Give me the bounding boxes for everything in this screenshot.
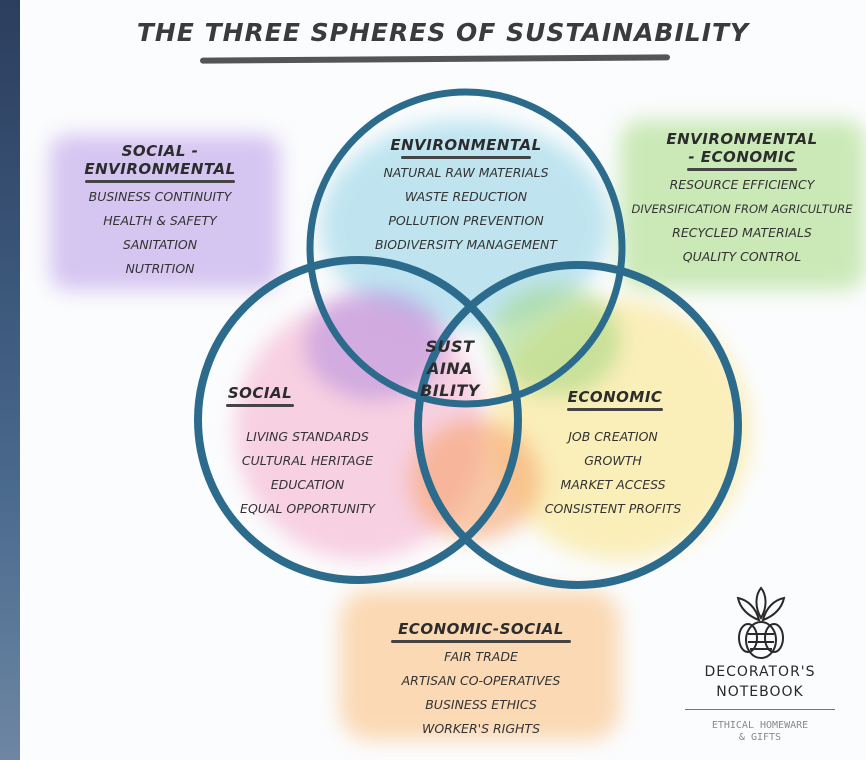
list-item: ARTISAN CO-OPERATIVES — [401, 673, 561, 688]
venn-diagram — [194, 88, 742, 589]
list-item: GROWTH — [584, 453, 642, 468]
economic-circle — [414, 261, 742, 589]
list-item: BIODIVERSITY MANAGEMENT — [375, 237, 557, 252]
list-item: NATURAL RAW MATERIALS — [383, 165, 549, 180]
list-item: WORKER'S RIGHTS — [421, 721, 541, 736]
heading-underline — [226, 404, 294, 407]
heading-underline — [401, 156, 531, 159]
page-title: THE THREE SPHERES OF SUSTAINABILITY — [136, 18, 750, 47]
center-label-line-2: AINA — [426, 359, 474, 378]
social-circle — [194, 256, 522, 584]
social-environmental-heading-2: ENVIRONMENTAL — [84, 160, 236, 178]
social-heading: SOCIAL — [227, 384, 293, 402]
economic-heading: ECONOMIC — [567, 388, 663, 406]
center-label-line-1: SUST — [425, 337, 475, 356]
list-item: FAIR TRADE — [444, 649, 518, 664]
environmental-economic-heading-1: ENVIRONMENTAL — [666, 130, 818, 148]
list-item: CONSISTENT PROFITS — [544, 501, 682, 516]
heading-underline — [85, 180, 235, 183]
list-item: LIVING STANDARDS — [246, 429, 369, 444]
logo-name-line-1: DECORATOR'S — [704, 664, 816, 680]
environmental-block: ENVIRONMENTAL NATURAL RAW MATERIALS WAST… — [346, 136, 586, 257]
list-item: BUSINESS ETHICS — [425, 697, 537, 712]
list-item: POLLUTION PREVENTION — [388, 213, 544, 228]
logo-tagline-line-1: ETHICAL HOMEWARE — [711, 720, 809, 731]
list-item: JOB CREATION — [568, 429, 658, 444]
list-item: WASTE REDUCTION — [404, 189, 528, 204]
economic-social-wash — [340, 590, 620, 740]
economic-social-block: ECONOMIC-SOCIAL FAIR TRADE ARTISAN CO-OP… — [356, 620, 606, 741]
center-label: SUST AINA BILITY — [400, 336, 500, 402]
heading-underline — [567, 408, 663, 411]
list-item: BUSINESS CONTINUITY — [88, 189, 232, 204]
economic-block: JOB CREATION GROWTH MARKET ACCESS CONSIS… — [528, 425, 698, 521]
list-item: NUTRITION — [125, 261, 195, 276]
list-item: EQUAL OPPORTUNITY — [240, 501, 375, 516]
infographic-card: THE THREE SPHERES OF SUSTAINABILITY SOCI… — [20, 0, 866, 760]
logo-tagline-line-2: & GIFTS — [738, 732, 782, 743]
list-item: QUALITY CONTROL — [682, 249, 802, 264]
economic-social-heading: ECONOMIC-SOCIAL — [398, 620, 564, 638]
list-item: RESOURCE EFFICIENCY — [669, 177, 815, 192]
bee-leaf-icon — [736, 586, 786, 659]
center-label-line-3: BILITY — [420, 381, 480, 400]
heading-underline — [687, 168, 797, 171]
environmental-circle — [306, 88, 626, 408]
logo-divider — [685, 709, 835, 710]
list-item: HEALTH & SAFETY — [103, 213, 217, 228]
list-item: CULTURAL HERITAGE — [241, 453, 374, 468]
social-heading-wrap: SOCIAL — [220, 384, 300, 409]
list-item: MARKET ACCESS — [560, 477, 666, 492]
social-block: LIVING STANDARDS CULTURAL HERITAGE EDUCA… — [220, 425, 395, 521]
environmental-economic-wash — [620, 120, 866, 290]
heading-underline — [391, 640, 571, 643]
environmental-economic-block: ENVIRONMENTAL - ECONOMIC RESOURCE EFFICI… — [618, 130, 866, 269]
list-item: DIVERSIFICATION FROM AGRICULTURE — [631, 202, 853, 216]
list-item: EDUCATION — [270, 477, 345, 492]
list-item: RECYCLED MATERIALS — [672, 225, 812, 240]
environmental-economic-heading-2: - ECONOMIC — [688, 148, 796, 166]
social-environmental-wash — [50, 135, 280, 290]
environmental-heading: ENVIRONMENTAL — [390, 136, 542, 154]
list-item: SANITATION — [122, 237, 198, 252]
social-environmental-heading-1: SOCIAL - — [121, 142, 199, 160]
economic-heading-wrap: ECONOMIC — [560, 388, 670, 413]
social-environmental-block: SOCIAL - ENVIRONMENTAL BUSINESS CONTINUI… — [50, 142, 270, 281]
logo-name-line-2: NOTEBOOK — [716, 684, 804, 700]
